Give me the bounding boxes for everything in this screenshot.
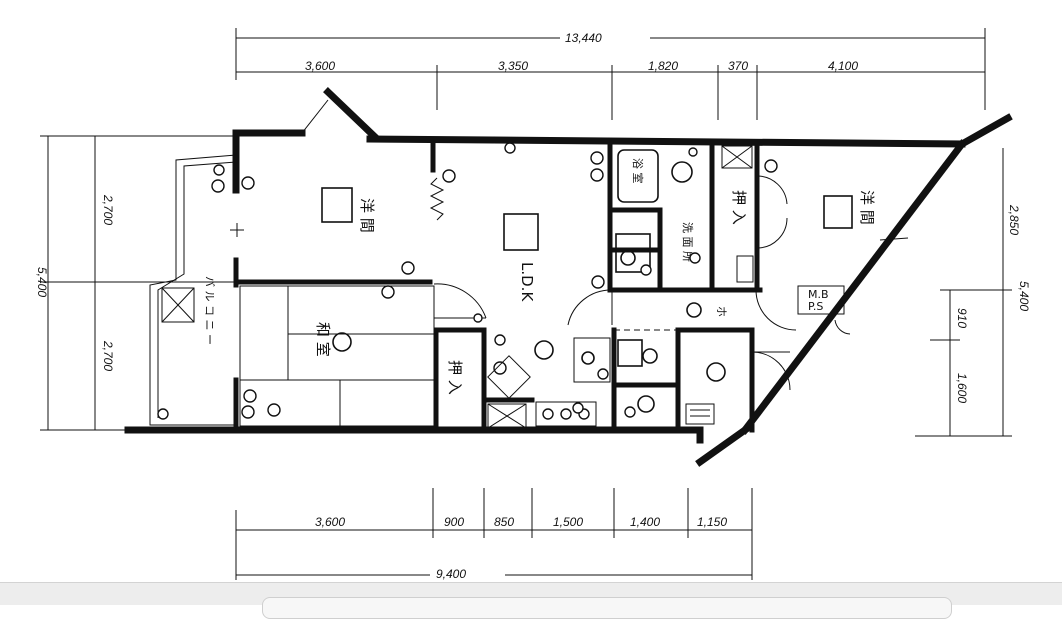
dim-left-2: 2,700: [101, 340, 115, 371]
floor-plan-drawing: 13,440 3,600 3,350 1,820 370 4,100 9,400…: [35, 28, 1031, 580]
room-western-right-label: 洋 間: [858, 190, 876, 225]
dim-bottom-total: 9,400: [436, 567, 466, 580]
room-bath: 浴 室: [617, 147, 698, 203]
room-closet-right: 押 入: [730, 175, 788, 249]
room-japanese-label: 和 室: [314, 322, 332, 357]
dim-top-1: 3,600: [305, 59, 335, 73]
dim-right-3: 1,600: [955, 373, 969, 403]
dim-right-total: 5,400: [1017, 281, 1031, 311]
dim-left-total: 5,400: [35, 267, 49, 297]
dim-right-1: 2,850: [1007, 204, 1021, 235]
dim-bottom-6: 1,150: [697, 515, 727, 529]
floor-plan: 13,440 3,600 3,350 1,820 370 4,100 9,400…: [35, 28, 1031, 580]
room-closet-left: 押 入: [446, 360, 527, 429]
room-western-left: 洋 間: [211, 164, 456, 299]
dimension-lines: [40, 28, 1012, 580]
room-ps-label: P.S: [808, 300, 823, 313]
dimension-labels: 13,440 3,600 3,350 1,820 370 4,100 9,400…: [35, 31, 1031, 580]
room-japanese: 和 室: [239, 283, 487, 427]
room-closet-right-label: 押 入: [730, 190, 748, 225]
walls: [124, 87, 1013, 467]
dim-bottom-1: 3,600: [315, 515, 345, 529]
dim-top-total: 13,440: [565, 31, 602, 45]
dim-top-3: 1,820: [648, 59, 678, 73]
bottom-bar: [0, 582, 1062, 619]
room-toilet: [572, 337, 726, 425]
dim-left-1: 2,700: [101, 194, 115, 225]
dim-right-2: 910: [955, 308, 969, 328]
room-western-left-label: 洋 間: [358, 198, 376, 233]
balcony: バ ル コ ニ ー: [149, 154, 237, 426]
room-western-right: 洋 間: [764, 159, 909, 241]
room-balcony: バ ル コ ニ ー: [203, 276, 216, 345]
dim-bottom-3: 850: [494, 515, 514, 529]
dim-top-4: 370: [728, 59, 748, 73]
dim-top-2: 3,350: [498, 59, 528, 73]
dim-bottom-4: 1,500: [553, 515, 583, 529]
room-bath-label: 浴 室: [631, 158, 645, 184]
room-washroom: 洗 面 所: [615, 145, 754, 283]
dim-top-5: 4,100: [828, 59, 858, 73]
room-hall: ホ M.B P.S: [686, 285, 851, 391]
room-hall-label: ホ: [715, 306, 728, 317]
room-washroom-label: 洗 面 所: [681, 222, 694, 262]
room-mb-label: M.B: [808, 288, 829, 301]
address-field[interactable]: [262, 597, 952, 619]
room-ldk-label: L.D.K: [518, 262, 536, 302]
room-ldk: L.D.K: [487, 142, 678, 427]
dim-bottom-5: 1,400: [630, 515, 660, 529]
room-closet-left-label: 押 入: [446, 360, 464, 395]
dim-bottom-2: 900: [444, 515, 464, 529]
